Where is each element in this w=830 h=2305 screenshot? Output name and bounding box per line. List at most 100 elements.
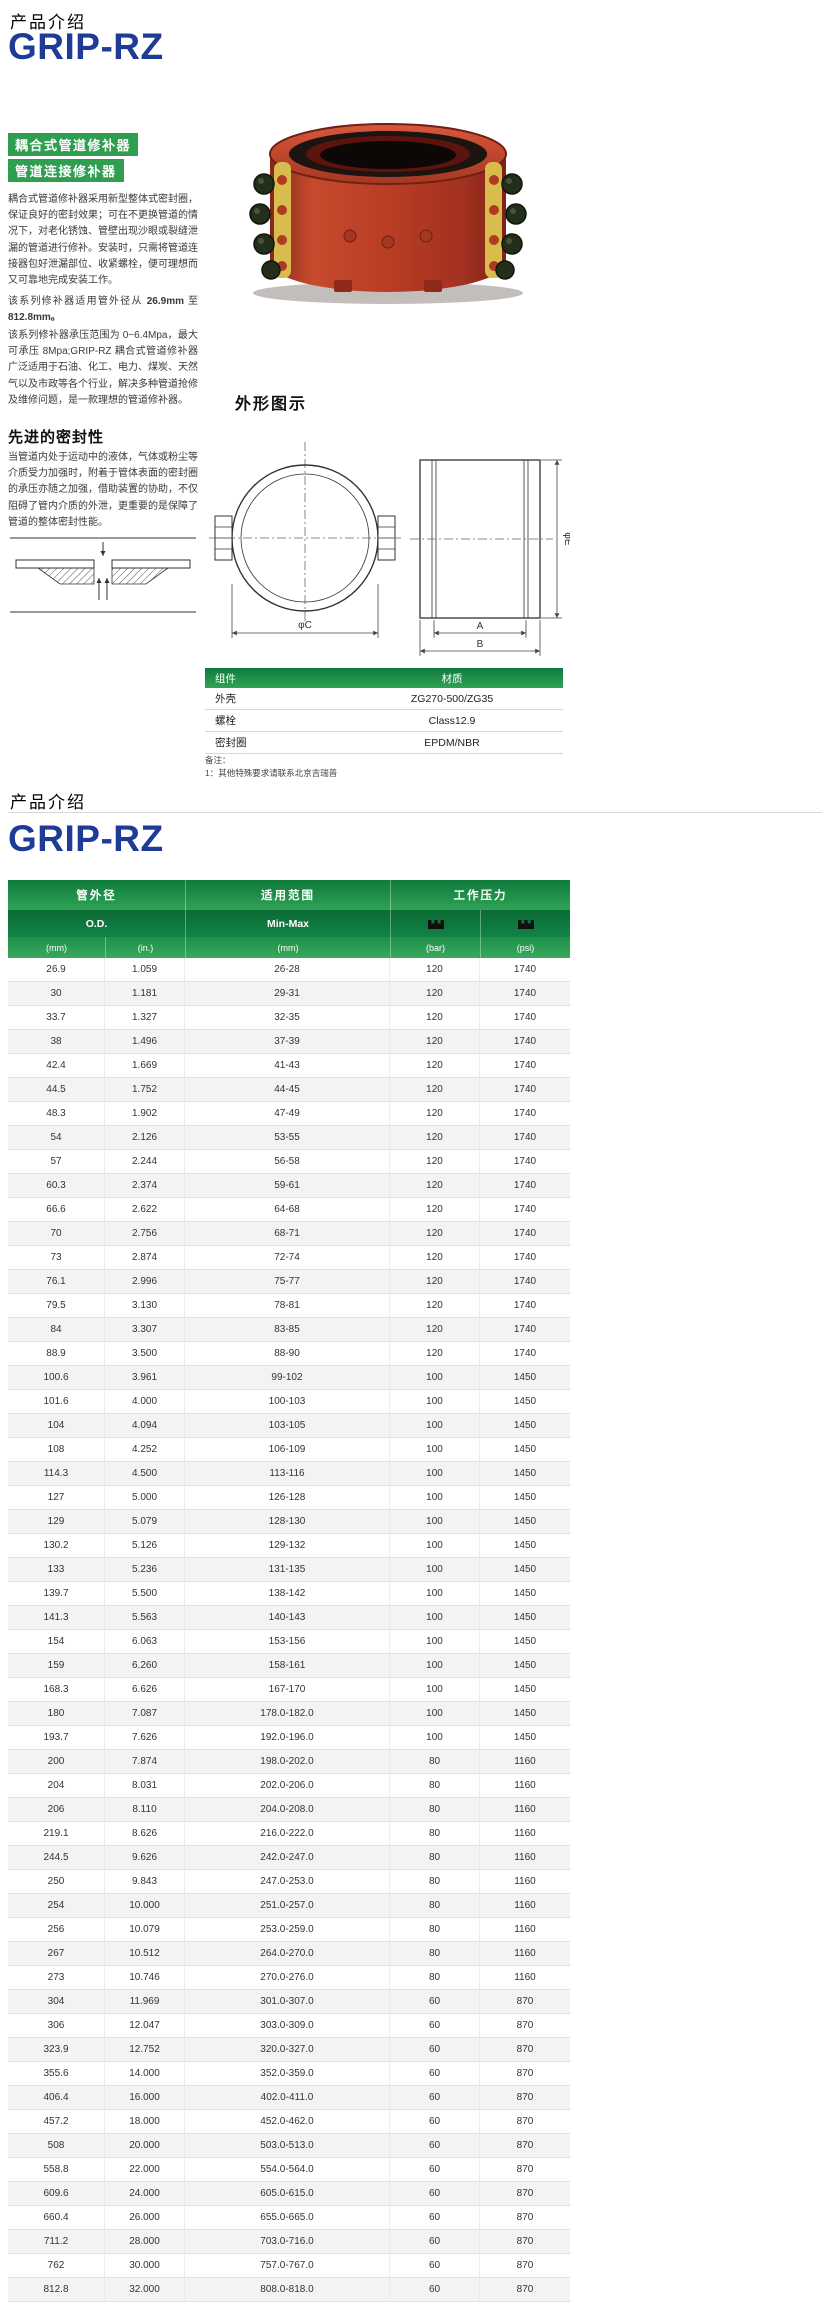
spec-cell: 168.3 [8, 1678, 105, 1701]
spec-cell: 1160 [514, 1804, 536, 1815]
spec-cell: 3.500 [105, 1342, 185, 1365]
spec-cell: 267 [8, 1942, 105, 1965]
spec-cell: 140-143 [185, 1606, 390, 1629]
spec-cell: 6.626 [105, 1678, 185, 1701]
note-title: 备注： [205, 755, 231, 765]
pressure-icon [427, 920, 444, 929]
intro-paragraph: 耦合式管道修补器采用新型整体式密封圈，保证良好的密封效果；可在不更换管道的情况下… [8, 194, 198, 286]
spec-cell: 1450 [513, 1708, 537, 1719]
spec-cell: 270.0-276.0 [185, 1966, 390, 1989]
spec-cell: 1160 [514, 1828, 536, 1839]
material-component: 外壳 [215, 693, 236, 705]
spec-cell: 1160 [514, 1972, 536, 1983]
sealing-paragraph: 当管道内处于运动中的液体，气体或粉尘等介质受力加强时，附着于管体表面的密封圈的承… [8, 452, 198, 528]
spec-cell: 120 [390, 1030, 480, 1053]
spec-cell: 100.6 [8, 1366, 105, 1389]
spec-cell: 508 [8, 2134, 105, 2157]
spec-cell: 251.0-257.0 [185, 1894, 390, 1917]
spec-cell: 219.1 [8, 1822, 105, 1845]
subheader-od: O.D. [85, 917, 108, 930]
sealing-section-heading: 先进的密封性 [8, 429, 105, 446]
spec-cell: 80 [390, 1846, 480, 1869]
spec-cell: 83-85 [185, 1318, 390, 1341]
spec-cell: 100 [390, 1414, 480, 1437]
spec-cell: 80 [390, 1942, 480, 1965]
spec-cell: 7.087 [105, 1702, 185, 1725]
materials-note: 备注： 1：其他特殊要求请联系北京吉瑞普 [205, 754, 337, 780]
spec-cell: 1450 [513, 1516, 537, 1527]
unit-bar: (bar) [390, 937, 480, 958]
spec-cell: 100 [390, 1510, 480, 1533]
page1-kicker: 产品介绍 [10, 8, 86, 33]
spec-cell: 1740 [513, 1132, 537, 1143]
spec-cell: 254 [8, 1894, 105, 1917]
spec-cell: 80 [390, 1918, 480, 1941]
group-header-pressure: 工作压力 [390, 880, 570, 910]
spec-cell: 244.5 [8, 1846, 105, 1869]
spec-cell: 5.236 [105, 1558, 185, 1581]
spec-cell: 120 [390, 1222, 480, 1245]
spec-cell: 256 [8, 1918, 105, 1941]
spec-cell: 812.8 [8, 2278, 105, 2301]
front-diameter-label: φC [298, 620, 312, 631]
spec-cell: 16.000 [105, 2086, 185, 2109]
spec-cell: 198.0-202.0 [185, 1750, 390, 1773]
spec-cell: 100 [390, 1486, 480, 1509]
spec-cell: 60 [390, 2038, 480, 2061]
spec-cell: 80 [390, 1822, 480, 1845]
outline-drawing: φC φE A B [205, 434, 573, 667]
spec-cell: 1160 [514, 1876, 536, 1887]
spec-cell: 100 [390, 1606, 480, 1629]
spec-cell: 6.063 [105, 1630, 185, 1653]
spec-cell: 38 [8, 1030, 105, 1053]
spec-cell: 130.2 [8, 1534, 105, 1557]
spec-cell: 10.000 [105, 1894, 185, 1917]
spec-cell: 2.374 [105, 1174, 185, 1197]
spec-cell: 4.500 [105, 1462, 185, 1485]
spec-cell: 60 [390, 2278, 480, 2301]
spec-cell: 1740 [513, 1348, 537, 1359]
od-range-pre: 该系列修补器适用管外径从 [8, 296, 143, 307]
spec-cell: 26.9 [8, 958, 105, 981]
spec-cell: 1450 [513, 1732, 537, 1743]
badge-line-1: 耦合式管道修补器 [8, 133, 139, 156]
material-value: Class12.9 [428, 714, 476, 727]
spec-cell: 870 [516, 2020, 534, 2031]
spec-cell: 100 [390, 1366, 480, 1389]
spec-cell: 100 [390, 1390, 480, 1413]
spec-cell: 200 [8, 1750, 105, 1773]
spec-cell: 100-103 [185, 1390, 390, 1413]
spec-cell: 26.000 [105, 2206, 185, 2229]
spec-cell: 178.0-182.0 [185, 1702, 390, 1725]
spec-cell: 120 [390, 982, 480, 1005]
group-header-range: 适用范围 [185, 880, 390, 910]
dim-b-label: B [477, 639, 484, 650]
spec-cell: 402.0-411.0 [185, 2086, 390, 2109]
spec-cell: 100 [390, 1654, 480, 1677]
spec-cell: 100 [390, 1462, 480, 1485]
spec-cell: 609.6 [8, 2182, 105, 2205]
spec-cell: 1.496 [105, 1030, 185, 1053]
spec-cell: 8.031 [105, 1774, 185, 1797]
spec-cell: 120 [390, 1174, 480, 1197]
